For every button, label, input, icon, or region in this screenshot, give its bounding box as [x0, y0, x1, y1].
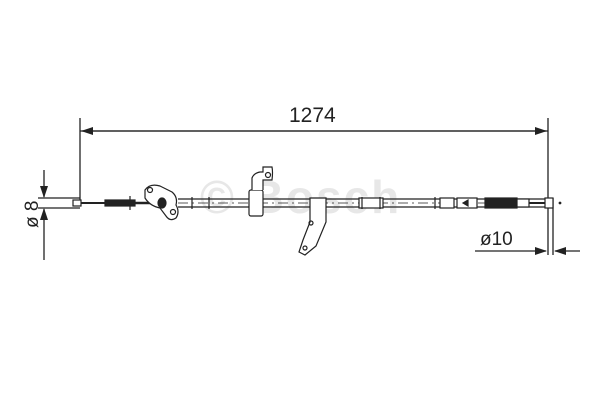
watermark: © Bosch: [200, 171, 402, 223]
length-label: 1274: [289, 104, 336, 127]
diameter-8-label: ø 8: [22, 200, 43, 228]
length-dimension: [79, 118, 549, 255]
diameter-10-label: ø10: [480, 229, 513, 250]
diameter-8-dimension: [38, 170, 80, 260]
cable: [72, 166, 562, 256]
